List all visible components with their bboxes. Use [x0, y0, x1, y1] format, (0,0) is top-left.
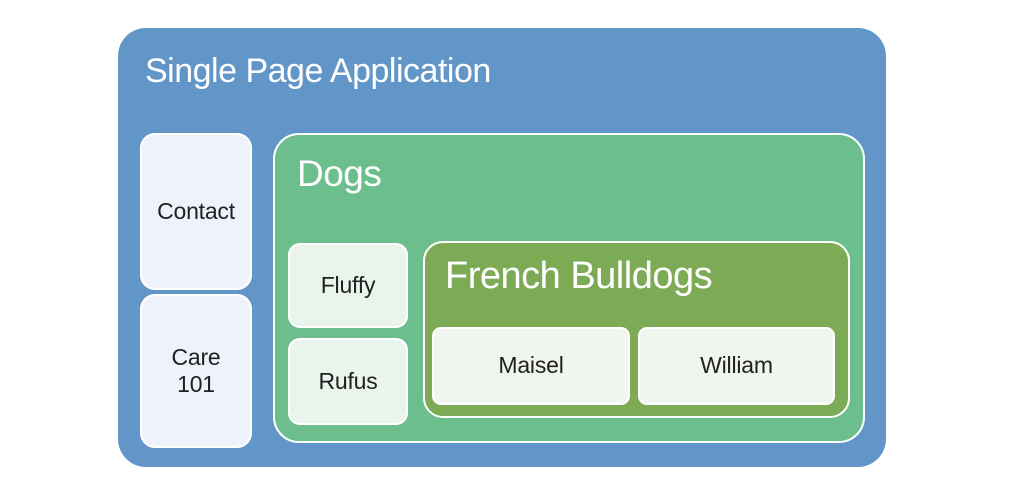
page-card-contact: Contact — [140, 133, 252, 290]
spa-title: Single Page Application — [145, 52, 491, 90]
dog-card-rufus: Rufus — [288, 338, 408, 425]
spa-container: Single Page Application Contact Care 101… — [118, 28, 886, 467]
puppy-card-maisel-label: Maisel — [498, 352, 564, 379]
page-card-care-101-label: Care 101 — [171, 343, 221, 397]
puppy-card-william: William — [638, 327, 835, 405]
puppy-card-william-label: William — [700, 352, 773, 379]
french-bulldogs-title: French Bulldogs — [445, 255, 713, 297]
page-card-care-101: Care 101 — [140, 294, 252, 448]
dogs-container: Dogs Fluffy Rufus French Bulldogs Maisel… — [273, 133, 865, 443]
dog-card-fluffy: Fluffy — [288, 243, 408, 328]
puppy-card-maisel: Maisel — [432, 327, 630, 405]
dog-card-rufus-label: Rufus — [318, 367, 378, 394]
dogs-title: Dogs — [297, 153, 382, 194]
page-card-contact-label: Contact — [157, 197, 235, 224]
dog-card-fluffy-label: Fluffy — [320, 271, 376, 298]
french-bulldogs-container: French Bulldogs Maisel William — [423, 241, 850, 418]
